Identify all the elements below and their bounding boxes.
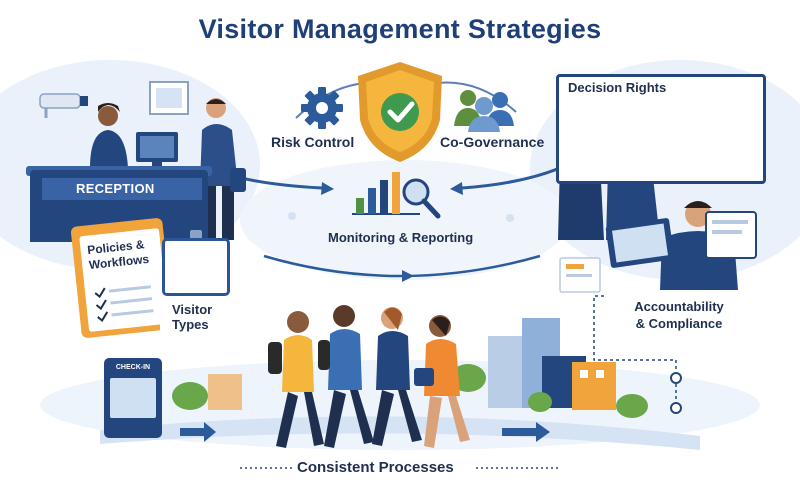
compliance-connector <box>593 295 677 408</box>
decision-rights-board <box>556 74 766 184</box>
bottom-arc <box>263 254 541 278</box>
doc-card-line <box>566 264 584 269</box>
checklist-line <box>108 285 152 293</box>
bush <box>528 392 552 412</box>
reception-monitor-screen <box>140 136 174 158</box>
visitor-badge-card <box>162 238 230 296</box>
dot <box>288 212 296 220</box>
gear-icon <box>301 87 343 129</box>
co-governance-label: Co-Governance <box>440 134 545 150</box>
accountability-box <box>604 294 754 338</box>
check-in-label: CHECK-IN <box>115 364 151 371</box>
connector-node <box>670 372 682 384</box>
bar-chart-magnifier-icon <box>352 172 441 219</box>
reception-label: RECEPTION <box>42 178 202 200</box>
check-in-kiosk-screen <box>110 378 156 418</box>
decision-rights-label: Decision Rights <box>568 80 667 95</box>
flow-arrow-left <box>180 422 216 442</box>
checklist-line <box>111 309 154 317</box>
visitor-types-label: Visitor Types <box>172 302 213 332</box>
walkway <box>100 416 700 450</box>
left-arrow-head <box>321 182 334 195</box>
right-arrow-head <box>450 182 463 195</box>
connector-node <box>670 402 682 414</box>
check-icon <box>94 287 106 299</box>
checklist-line <box>110 297 153 305</box>
visitor-types-box <box>160 296 240 338</box>
check-icon <box>97 311 109 323</box>
dot <box>506 214 514 222</box>
shield-check-icon <box>358 62 442 162</box>
walking-person-3 <box>372 307 422 446</box>
security-camera-icon <box>39 93 88 118</box>
wall-frame-art <box>156 88 182 108</box>
page-title: Visitor Management Strategies <box>198 14 602 44</box>
bush <box>172 382 208 410</box>
bush <box>616 394 648 418</box>
badge-clip <box>190 230 202 240</box>
people-group-icon <box>454 90 514 132</box>
receptionist-figure <box>90 103 128 168</box>
consistent-processes-label: Consistent Processes <box>297 459 454 476</box>
buildings-group <box>208 318 616 410</box>
walking-person-1 <box>268 311 324 448</box>
walking-person-4 <box>414 315 470 448</box>
reception-monitor-stand <box>152 162 162 168</box>
monitoring-reporting-label: Monitoring & Reporting <box>328 230 474 245</box>
accountability-compliance-label: Accountability & Compliance <box>634 299 724 331</box>
right-arrow-to-monitoring <box>461 166 561 190</box>
check-icon <box>95 299 107 311</box>
bottom-arc-head <box>402 270 414 282</box>
doc-card-line <box>566 274 592 277</box>
flow-arrow-right <box>502 422 550 442</box>
tablet-man-figure <box>605 201 757 290</box>
risk-control-label: Risk Control <box>271 134 355 150</box>
walking-person-2 <box>318 305 374 448</box>
